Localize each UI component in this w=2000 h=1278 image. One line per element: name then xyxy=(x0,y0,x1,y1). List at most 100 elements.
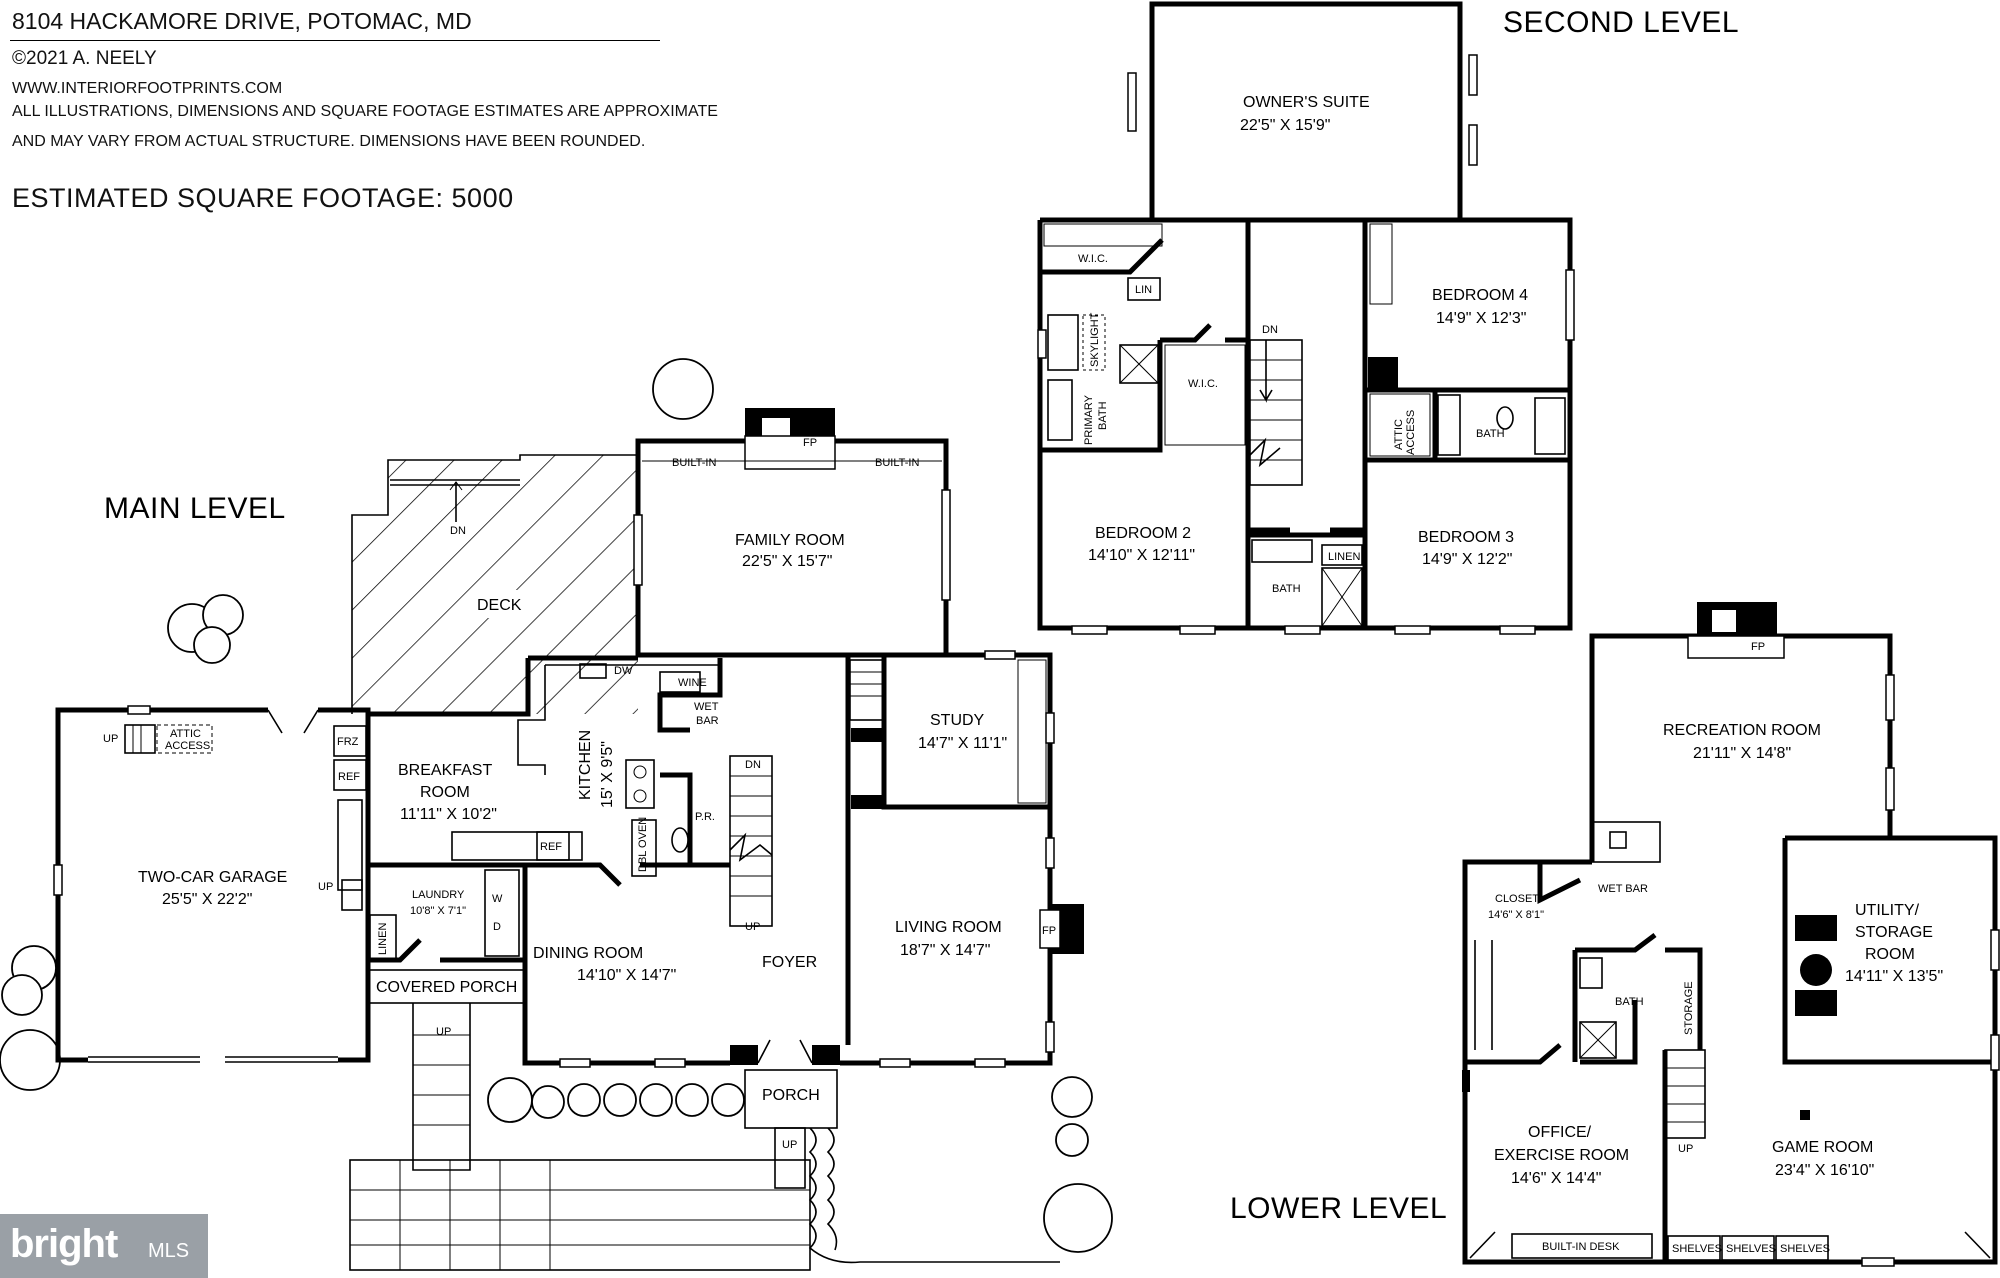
kitchen-dims: 15' X 9'5" xyxy=(599,741,616,808)
storage-label: STORAGE xyxy=(1683,981,1695,1035)
utility-label-1: UTILITY/ xyxy=(1855,902,1920,919)
dishwasher-label: DW xyxy=(614,665,633,677)
stairs-down-label: DN xyxy=(745,759,761,771)
lower-stairs-up-label: UP xyxy=(1678,1143,1693,1155)
dining-room-dims: 14'10" X 14'7" xyxy=(577,967,676,984)
bright-logo: bright xyxy=(10,1222,118,1266)
lower-fp-label: FP xyxy=(1751,641,1765,653)
linen-closet-label: LIN xyxy=(1135,284,1152,296)
utility-label-3: ROOM xyxy=(1865,946,1915,963)
skylight-label: SKYLIGHT xyxy=(1089,312,1101,367)
second-level-plan: OWNER'S SUITE 22'5" X 15'9" W.I.C. LIN S… xyxy=(1037,1,1575,635)
porch-up-label: UP xyxy=(782,1139,797,1151)
laundry-up-label: UP xyxy=(318,881,333,893)
breakfast-label-1: BREAKFAST xyxy=(398,762,492,779)
garage-up-label: UP xyxy=(103,733,118,745)
powder-room-label: P.R. xyxy=(695,811,715,823)
dining-room-label: DINING ROOM xyxy=(533,945,643,962)
family-room-dims: 22'5" X 15'7" xyxy=(742,553,832,570)
main-level-plan: DN DECK FP BUILT-IN BUILT-IN FAMILY ROOM… xyxy=(0,358,1113,1271)
built-in-right: BUILT-IN xyxy=(875,457,919,469)
wine-fridge-label: WINE xyxy=(678,677,707,689)
deck-label: DECK xyxy=(477,597,522,614)
copyright: ©2021 A. NEELY xyxy=(12,48,157,69)
study-dims: 14'7" X 11'1" xyxy=(918,735,1007,752)
utility-dims: 14'11" X 13'5" xyxy=(1845,968,1943,985)
attic-access-2-line-1: ATTIC xyxy=(1393,419,1405,450)
foyer-label: FOYER xyxy=(762,954,817,971)
title-rule xyxy=(10,40,660,41)
garage-label: TWO-CAR GARAGE xyxy=(138,869,287,886)
porch-label: PORCH xyxy=(762,1087,820,1104)
recreation-room-dims: 21'11" X 14'8" xyxy=(1693,745,1791,762)
deck-hatch xyxy=(352,455,638,714)
stairs-up-label: UP xyxy=(745,921,760,933)
bedroom-2-label: BEDROOM 2 xyxy=(1095,525,1191,542)
deck-down-label: DN xyxy=(450,525,466,537)
second-level-label: SECOND LEVEL xyxy=(1503,6,1740,39)
main-level-label: MAIN LEVEL xyxy=(104,492,286,525)
owners-suite-walls xyxy=(1149,1,1463,220)
living-room-label: LIVING ROOM xyxy=(895,919,1002,936)
game-room-dims: 23'4" X 16'10" xyxy=(1775,1162,1874,1179)
study-label: STUDY xyxy=(930,712,985,729)
covered-porch-up-label: UP xyxy=(436,1026,451,1038)
hall-bath-label: BATH xyxy=(1272,583,1301,595)
main-stairs xyxy=(729,755,773,927)
address-title: 8104 HACKAMORE DRIVE, POTOMAC, MD xyxy=(12,8,472,34)
laundry-label: LAUNDRY xyxy=(412,889,465,901)
covered-porch-label: COVERED PORCH xyxy=(376,979,517,996)
attic-access-line-1: ATTIC xyxy=(170,728,201,740)
second-stairs-down-label: DN xyxy=(1262,324,1278,336)
office-label-2: EXERCISE ROOM xyxy=(1494,1147,1629,1164)
refrigerator-label: REF xyxy=(540,841,562,853)
primary-bath-label-2: BATH xyxy=(1097,401,1109,430)
office-dims: 14'6" X 14'4" xyxy=(1511,1170,1601,1187)
game-room-label: GAME ROOM xyxy=(1772,1139,1873,1156)
bedroom-4-label: BEDROOM 4 xyxy=(1432,287,1528,304)
washer-label: W xyxy=(492,893,503,905)
bedroom-3-label: BEDROOM 3 xyxy=(1418,529,1514,546)
closet-dims: 14'6" X 8'1" xyxy=(1488,909,1544,921)
disclaimer-line-2: AND MAY VARY FROM ACTUAL STRUCTURE. DIME… xyxy=(12,133,646,150)
utility-label-2: STORAGE xyxy=(1855,924,1933,941)
bedroom-2-dims: 14'10" X 12'11" xyxy=(1088,547,1195,564)
living-room-dims: 18'7" X 14'7" xyxy=(900,942,990,959)
lower-wet-bar-label: WET BAR xyxy=(1598,883,1648,895)
double-oven-label: DBL OVEN xyxy=(637,817,649,872)
shelves-2-label: SHELVES xyxy=(1726,1243,1776,1255)
disclaimer-line-1: ALL ILLUSTRATIONS, DIMENSIONS AND SQUARE… xyxy=(12,103,718,120)
lower-level-plan: FP RECREATION ROOM 21'11" X 14'8" UTILIT… xyxy=(1462,602,2000,1267)
breakfast-label-2: ROOM xyxy=(420,784,470,801)
website-link[interactable]: WWW.INTERIORFOOTPRINTS.COM xyxy=(12,80,283,97)
shelves-3-label: SHELVES xyxy=(1780,1243,1830,1255)
owners-suite-label: OWNER'S SUITE xyxy=(1243,94,1370,111)
breakfast-laundry-walls xyxy=(365,658,531,1028)
wet-bar-label-1: WET xyxy=(694,701,719,713)
built-in-left: BUILT-IN xyxy=(672,457,716,469)
linen-label: LINEN xyxy=(377,923,389,955)
garage-dims: 25'5" X 22'2" xyxy=(162,891,252,908)
square-footage: ESTIMATED SQUARE FOOTAGE: 5000 xyxy=(12,183,514,213)
dryer-label: D xyxy=(493,921,501,933)
bedroom-4-dims: 14'9" X 12'3" xyxy=(1436,310,1526,327)
kitchen-label: KITCHEN xyxy=(577,730,594,800)
attic-access-line-2: ACCESS xyxy=(165,740,210,752)
wic-top-label: W.I.C. xyxy=(1078,253,1108,265)
bright-mls-watermark: bright MLS xyxy=(0,1214,208,1278)
lower-bath-label: BATH xyxy=(1615,996,1644,1008)
hall-linen-label: LINEN xyxy=(1328,551,1360,563)
laundry-dims: 10'8" X 7'1" xyxy=(410,905,466,917)
office-label-1: OFFICE/ xyxy=(1528,1124,1592,1141)
family-room-label: FAMILY ROOM xyxy=(735,532,845,549)
recreation-room-label: RECREATION ROOM xyxy=(1663,722,1821,739)
garage-ref-label: REF xyxy=(338,771,360,783)
bath-right-label: BATH xyxy=(1476,428,1505,440)
family-fp-label: FP xyxy=(803,437,817,449)
shelves-1-label: SHELVES xyxy=(1672,1243,1722,1255)
wet-bar-label-2: BAR xyxy=(696,715,719,727)
built-in-desk-label: BUILT-IN DESK xyxy=(1542,1241,1620,1253)
closet-label: CLOSET xyxy=(1495,893,1539,905)
freezer-label: FRZ xyxy=(337,736,359,748)
